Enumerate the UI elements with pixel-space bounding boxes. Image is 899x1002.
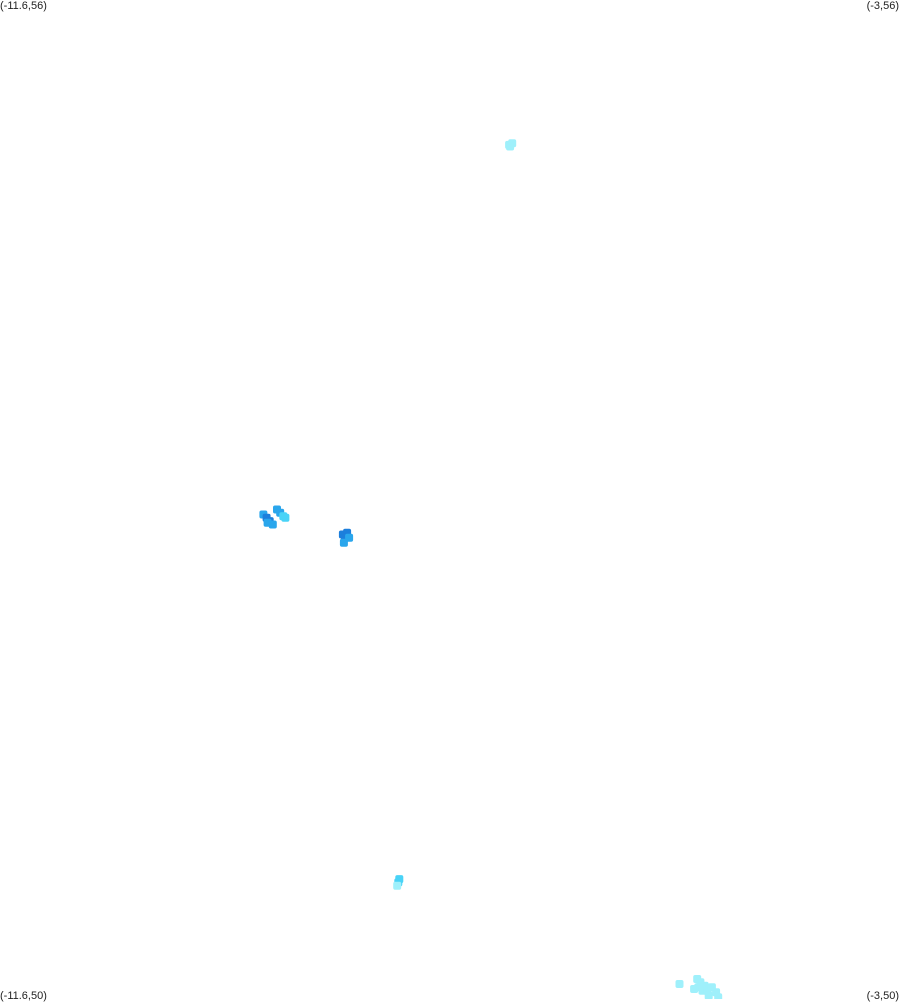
- cluster-southeast: [675, 975, 723, 999]
- density-cell: [393, 881, 402, 890]
- density-cell: [263, 518, 272, 527]
- density-cell: [339, 538, 348, 547]
- cluster-south: [393, 875, 404, 890]
- density-cell: [675, 980, 684, 988]
- density-cell: [506, 142, 515, 151]
- corner-label-top-right: (-3,56): [866, 0, 899, 12]
- cluster-north: [505, 139, 517, 151]
- corner-label-top-left: (-11.6,56): [0, 0, 47, 12]
- density-cell: [704, 991, 713, 999]
- density-cell: [714, 993, 723, 999]
- cluster-west-pair-b: [273, 505, 290, 522]
- cluster-west-pair-a: [259, 510, 277, 529]
- cluster-central: [338, 528, 354, 547]
- density-cell: [281, 513, 290, 522]
- density-cell: [690, 985, 699, 993]
